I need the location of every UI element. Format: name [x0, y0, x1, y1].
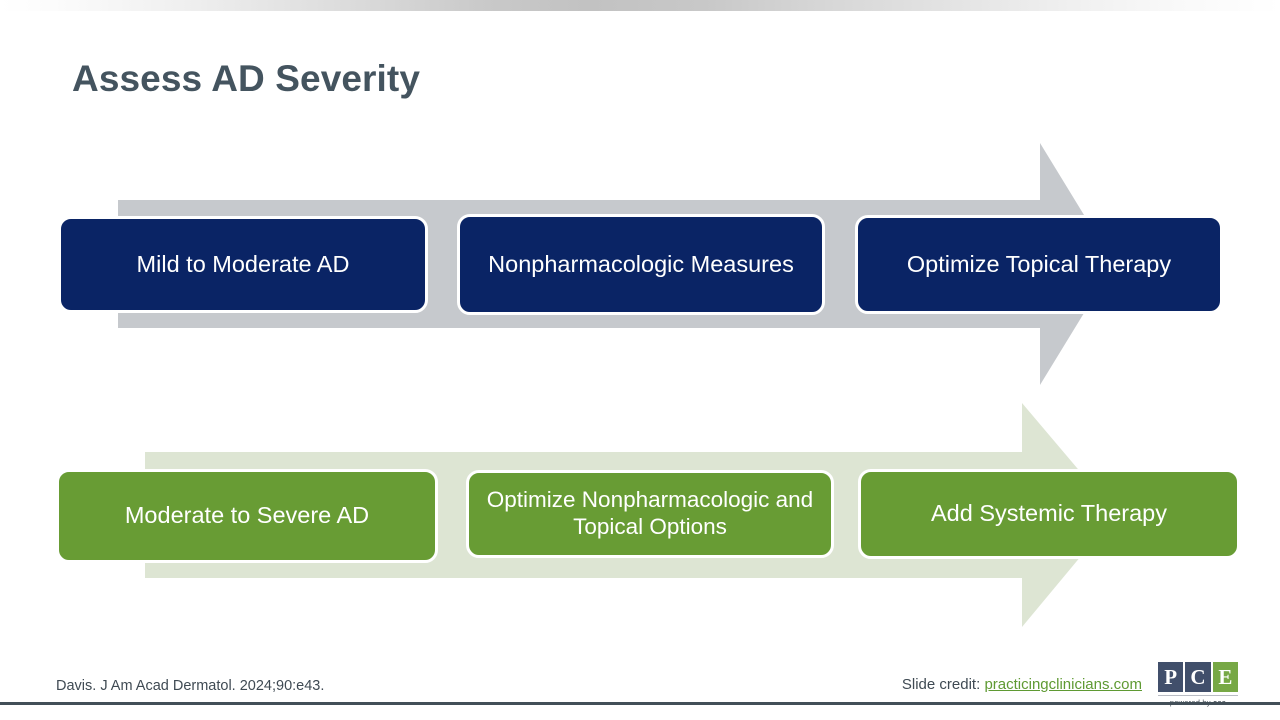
step-nonpharmacologic-measures[interactable]: Nonpharmacologic Measures	[457, 214, 825, 315]
pce-logo: P C E powered by cea	[1158, 662, 1238, 707]
slide-credit-label: Slide credit:	[901, 676, 981, 693]
practicingclinicians-link[interactable]: practicingclinicians.com	[984, 676, 1142, 693]
slide-credit: Slide credit: practicingclinicians.com	[902, 676, 1142, 693]
step-label: Optimize Topical Therapy	[906, 250, 1172, 277]
pce-logo-letters: P C E	[1158, 662, 1238, 692]
step-optimize-nonpharm-topical[interactable]: Optimize Nonpharmacologic and Topical Op…	[466, 470, 834, 558]
step-label: Optimize Nonpharmacologic and Topical Op…	[486, 487, 814, 539]
footer-divider	[0, 702, 1280, 705]
citation-text: Davis. J Am Acad Dermatol. 2024;90:e43.	[56, 678, 325, 694]
step-mild-to-moderate-ad[interactable]: Mild to Moderate AD	[58, 216, 428, 313]
step-label: Nonpharmacologic Measures	[488, 250, 794, 277]
page-title: Assess AD Severity	[72, 58, 421, 99]
step-label: Add Systemic Therapy	[931, 500, 1167, 527]
logo-letter-c: C	[1185, 662, 1211, 692]
top-accent-bar	[0, 0, 1280, 11]
step-label: Moderate to Severe AD	[124, 502, 370, 529]
logo-letter-e: E	[1212, 662, 1238, 692]
step-add-systemic-therapy[interactable]: Add Systemic Therapy	[858, 469, 1240, 559]
step-optimize-topical-therapy[interactable]: Optimize Topical Therapy	[855, 215, 1223, 314]
step-label: Mild to Moderate AD	[136, 250, 350, 277]
step-moderate-to-severe-ad[interactable]: Moderate to Severe AD	[56, 469, 438, 563]
logo-tagline: powered by cea	[1158, 695, 1238, 707]
logo-letter-p: P	[1158, 662, 1184, 692]
